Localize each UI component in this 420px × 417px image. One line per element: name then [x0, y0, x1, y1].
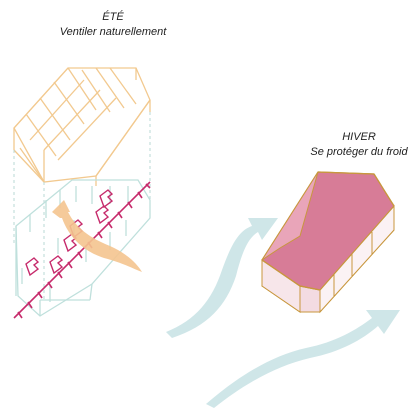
summer-roof-frame: [13, 67, 151, 186]
summer-caption: ÉTÉ Ventiler naturellement: [38, 10, 188, 40]
warm-air-arrow: [52, 200, 142, 272]
winter-caption: HIVER Se protéger du froid: [294, 130, 420, 160]
cold-wind-arrow: [206, 310, 400, 408]
winter-greenhouse: [261, 171, 395, 314]
chair-icon: [95, 205, 110, 225]
winter-subtitle: Se protéger du froid: [310, 146, 408, 158]
chair-icon: [49, 255, 64, 275]
chair-icon: [99, 189, 114, 209]
winter-title: HIVER: [342, 131, 376, 143]
chair-icon: [25, 257, 40, 277]
summer-floor-plan: [15, 179, 151, 317]
summer-partition: [13, 181, 151, 319]
summer-subtitle: Ventiler naturellement: [59, 26, 167, 38]
summer-title: ÉTÉ: [102, 11, 124, 23]
summer-projection-lines: [13, 112, 151, 300]
cold-wind-arrow: [166, 218, 278, 338]
